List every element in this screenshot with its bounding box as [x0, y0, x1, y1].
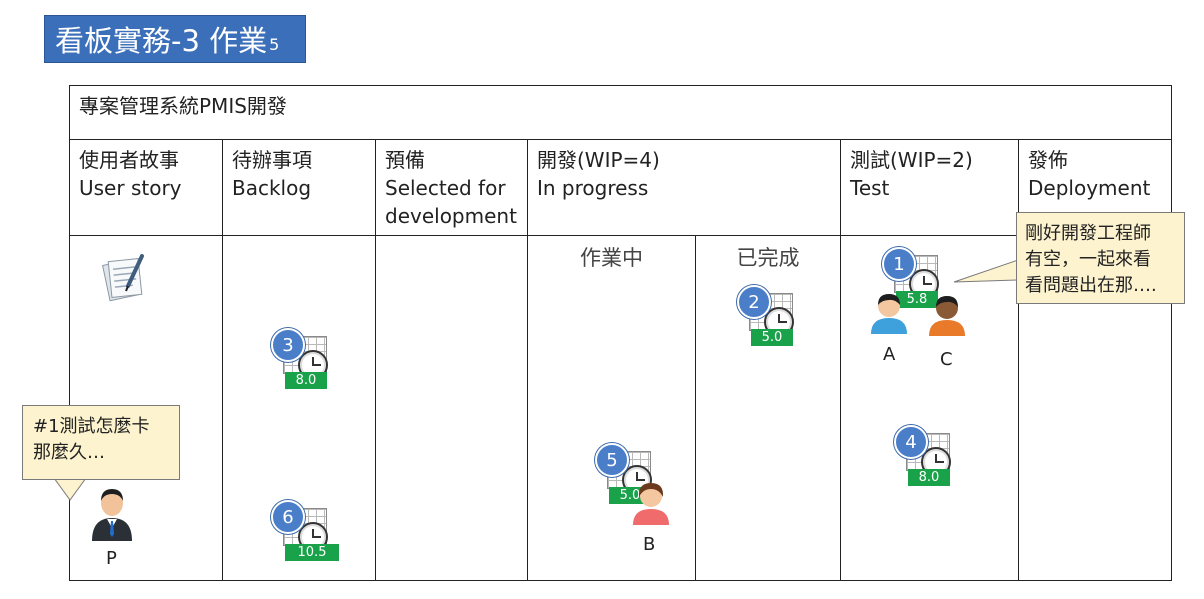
column-selected-zh: 預備	[385, 148, 425, 172]
card-number: 1	[882, 247, 916, 281]
card-estimate: 8.0	[285, 372, 327, 389]
column-deployment-zh: 發佈	[1028, 148, 1068, 172]
person-icon	[871, 294, 907, 334]
column-backlog-zh: 待辦事項	[232, 148, 312, 172]
board-border-top	[69, 85, 1172, 86]
card-number: 3	[271, 328, 305, 362]
slide-title-main: 看板實務-3 作業	[55, 24, 268, 58]
callout-tail-dev	[953, 259, 1020, 283]
column-deployment-en: Deployment	[1028, 176, 1151, 200]
card-estimate: 10.5	[285, 544, 339, 561]
person-icon	[92, 489, 132, 541]
board-border-bottom	[69, 580, 1172, 581]
callout-p-line1: #1測試怎麼卡	[33, 416, 150, 437]
col-divider-5	[1018, 139, 1019, 581]
subcolumn-done: 已完成	[736, 246, 800, 270]
slide-title-sub: 5	[269, 34, 280, 54]
card-number: 5	[595, 443, 629, 477]
card-estimate: 8.0	[908, 469, 950, 486]
task-card-1[interactable]: 1 5.8	[882, 247, 952, 319]
card-number: 2	[737, 285, 771, 319]
column-in-progress-zh: 開發(WIP=4)	[537, 148, 660, 172]
col-divider-4	[840, 139, 841, 581]
callout-p-line2: 那麼久…	[33, 442, 105, 463]
callout-dev-line3: 看問題出在那….	[1025, 275, 1157, 296]
person-label-p: P	[106, 548, 117, 569]
task-card-2[interactable]: 2 5.0	[737, 285, 807, 357]
column-backlog-en: Backlog	[232, 176, 312, 200]
person-label-a: A	[883, 344, 896, 365]
card-estimate: 5.8	[896, 291, 938, 308]
person-label-b: B	[643, 534, 656, 555]
column-selected-en: Selected for	[385, 176, 506, 200]
card-number: 6	[271, 500, 305, 534]
column-test-en: Test	[850, 176, 890, 200]
col-divider-2	[375, 139, 376, 581]
person-icon	[633, 483, 669, 525]
board-border-right	[1171, 85, 1172, 581]
callout-p: #1測試怎麼卡 那麼久…	[22, 405, 180, 480]
person-icon	[929, 296, 965, 336]
board-border-left	[69, 85, 70, 581]
notebook-icon	[101, 254, 144, 302]
card-number: 4	[894, 425, 928, 459]
column-user-story-zh: 使用者故事	[79, 148, 179, 172]
subcolumn-doing: 作業中	[580, 246, 643, 270]
callout-dev-line1: 剛好開發工程師	[1025, 223, 1151, 244]
project-name: 專案管理系統PMIS開發	[79, 94, 287, 118]
person-label-c: C	[940, 349, 953, 370]
task-card-3[interactable]: 3 8.0	[271, 328, 341, 400]
column-in-progress-en: In progress	[537, 176, 649, 200]
column-test-zh: 測試(WIP=2)	[850, 148, 973, 172]
task-card-4[interactable]: 4 8.0	[894, 425, 964, 497]
card-estimate: 5.0	[751, 329, 793, 346]
callout-tail-p	[53, 478, 87, 501]
callout-dev-line2: 有空，一起來看	[1025, 249, 1151, 270]
column-user-story-en: User story	[79, 176, 182, 200]
col-divider-dev-sub	[695, 235, 696, 581]
callout-dev: 剛好開發工程師 有空，一起來看 看問題出在那….	[1016, 212, 1185, 304]
column-selected-en2: development	[385, 204, 517, 228]
row-divider-header	[69, 139, 1172, 140]
slide-title: 看板實務-3 作業 5	[44, 15, 306, 63]
col-divider-1	[222, 139, 223, 581]
row-divider-columns	[69, 235, 1172, 236]
task-card-6[interactable]: 6 10.5	[271, 500, 341, 572]
col-divider-3	[527, 139, 528, 581]
